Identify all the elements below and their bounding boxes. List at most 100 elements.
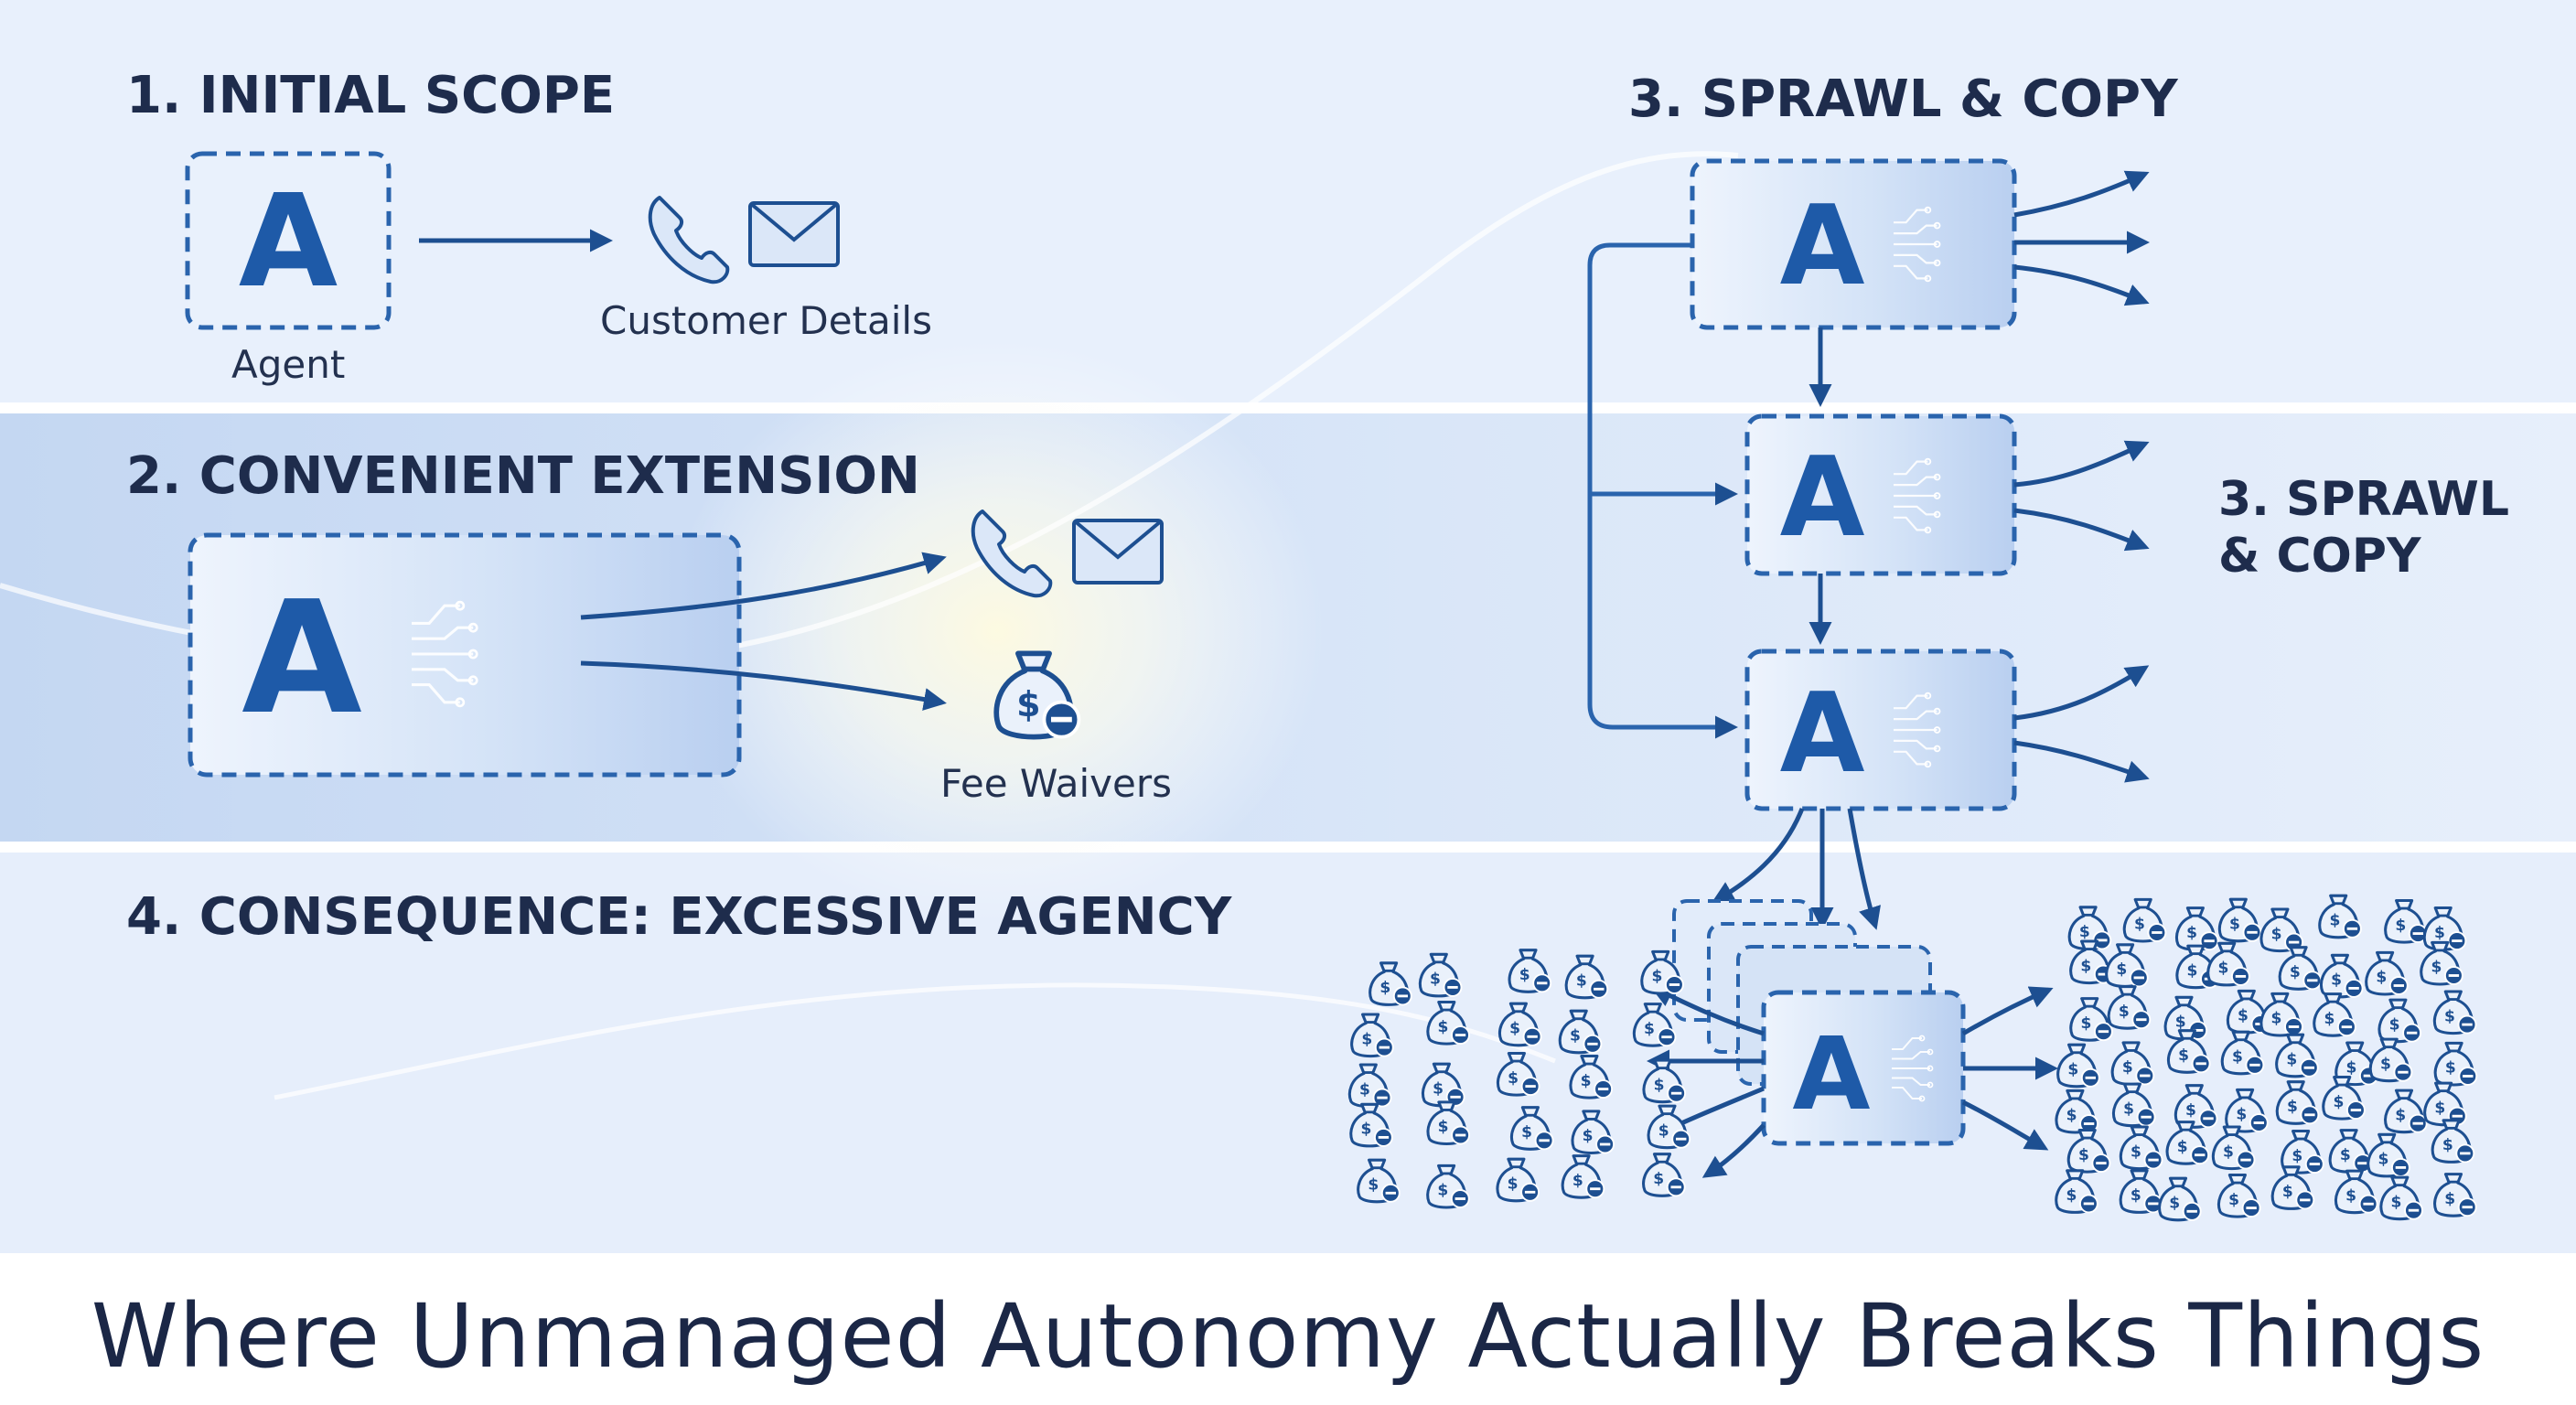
light-glow (668, 338, 1326, 924)
money-bag-icon: $ (2217, 897, 2263, 943)
dollar-sign: $ (2431, 959, 2442, 977)
money-bag-cluster-right: $$$$$$$$$$$$$$$$$$$$$$$$$$$$$$$$$$$$$$$$… (2055, 894, 2478, 1222)
money-bag-icon: $ (1558, 1009, 1603, 1055)
money-bag-icon: $ (1564, 954, 1609, 1000)
money-bag-icon: $ (2365, 950, 2410, 996)
phone-icon (648, 196, 730, 284)
money-bag-icon: $ (1496, 1157, 1540, 1203)
money-bag-icon: $ (2055, 1169, 2099, 1214)
dollar-sign: $ (2345, 1186, 2356, 1205)
fee-waivers-label: Fee Waivers (940, 761, 1172, 806)
dollar-sign: $ (1570, 1027, 1581, 1046)
dollar-sign: $ (1360, 1121, 1371, 1139)
dollar-sign: $ (1521, 1123, 1532, 1142)
dollar-sign: $ (2229, 916, 2240, 934)
page-caption: Where Unmanaged Autonomy Actually Breaks… (91, 1285, 2485, 1388)
money-bag-icon: $ (2275, 1080, 2320, 1125)
dollar-sign: $ (2217, 960, 2228, 978)
money-bag-icon: $ (2056, 1043, 2101, 1089)
money-bag-icon: $ (2174, 1084, 2219, 1129)
dollar-sign: $ (2066, 1107, 2077, 1125)
money-bag-icon: $ (2069, 939, 2114, 985)
dollar-sign: $ (2271, 925, 2282, 943)
money-bag-icon: $ (2220, 1030, 2265, 1076)
money-bag-icon: $ (2433, 1041, 2478, 1087)
money-bag-icon: $ (993, 650, 1081, 740)
arrow-icon (1961, 986, 2054, 1036)
money-bag-icon: $ (1642, 1153, 1687, 1197)
money-bag-icon: $ (1368, 961, 1413, 1006)
money-bag-icon: $ (2211, 1125, 2257, 1171)
money-bag-icon: $ (2377, 998, 2422, 1044)
dollar-sign: $ (2134, 916, 2145, 934)
money-bag-icon: $ (2259, 992, 2304, 1037)
dollar-sign: $ (1644, 1020, 1655, 1038)
dollar-sign: $ (2119, 1003, 2130, 1021)
money-bag-icon: $ (2334, 1169, 2379, 1215)
dollar-sign: $ (2080, 957, 2091, 975)
arrow-icon (580, 660, 947, 711)
dollar-sign: $ (1654, 1076, 1665, 1094)
dollar-sign: $ (2066, 1186, 2077, 1205)
dollar-sign: $ (2287, 1098, 2298, 1116)
dollar-sign: $ (2376, 969, 2387, 987)
dollar-sign: $ (1583, 1127, 1594, 1145)
dollar-sign: $ (1508, 1175, 1519, 1194)
money-bag-icon: $ (2206, 941, 2251, 987)
agent-letter: A (239, 167, 338, 316)
dollar-sign: $ (1359, 1080, 1370, 1099)
money-bag-icon: $ (2174, 906, 2220, 951)
dollar-sign: $ (1433, 1080, 1444, 1099)
arrow-icon (580, 552, 947, 620)
band-initial-scope (0, 0, 2576, 402)
money-bag-icon: $ (2166, 1029, 2212, 1074)
money-bag-icon: $ (2067, 906, 2112, 950)
money-bag-icon: $ (2111, 1082, 2157, 1128)
agent-letter: A (1780, 434, 1865, 562)
dollar-sign: $ (1016, 684, 1040, 724)
dollar-sign: $ (2345, 1058, 2356, 1077)
agent-letter: A (1780, 183, 1865, 310)
money-bag-icon: $ (1561, 1154, 1605, 1199)
dollar-sign: $ (2329, 912, 2340, 930)
money-bag-icon: $ (2259, 907, 2304, 953)
band-divider-1 (0, 402, 2576, 413)
dollar-sign: $ (2290, 963, 2301, 981)
money-bag-icon: $ (2055, 1089, 2099, 1134)
dollar-sign: $ (2067, 1061, 2078, 1079)
dollar-sign: $ (2340, 1146, 2351, 1164)
dollar-sign: $ (1651, 968, 1662, 986)
dollar-sign: $ (2131, 1186, 2141, 1205)
money-bag-icon: $ (1421, 1062, 1466, 1108)
dollar-sign: $ (1361, 1030, 1372, 1048)
money-bag-icon: $ (2384, 898, 2429, 944)
arrow-icon (2013, 508, 2150, 552)
dollar-sign: $ (2079, 923, 2090, 941)
dollar-sign: $ (2282, 1183, 2293, 1201)
section-heading-initial-scope: 1. INITIAL SCOPE (126, 66, 616, 125)
dollar-sign: $ (2434, 924, 2445, 942)
money-bag-icon: $ (2119, 1169, 2163, 1214)
arrow-icon (2013, 440, 2150, 488)
money-bag-icon: $ (2313, 992, 2357, 1037)
caption-area (0, 1253, 2576, 1405)
dollar-sign: $ (1509, 1020, 1520, 1038)
dollar-sign: $ (2122, 1058, 2133, 1077)
dollar-sign: $ (2434, 1099, 2445, 1117)
dollar-sign: $ (2175, 1014, 2186, 1032)
dollar-sign: $ (2223, 1142, 2234, 1161)
arrow-icon (2013, 740, 2150, 783)
dollar-sign: $ (2324, 1010, 2334, 1028)
dollar-sign: $ (1437, 1182, 1448, 1200)
money-bag-icon: $ (1642, 1058, 1687, 1104)
dollar-sign: $ (1508, 1069, 1519, 1088)
dollar-sign: $ (1519, 966, 1530, 984)
envelope-icon (748, 201, 840, 267)
money-bag-icon: $ (1497, 1002, 1543, 1047)
dollar-sign: $ (2444, 1190, 2455, 1208)
dollar-sign: $ (2331, 971, 2342, 990)
arrow-icon (1701, 1123, 1766, 1178)
band-divider-2 (0, 842, 2576, 853)
agent-label: Agent (231, 342, 346, 387)
money-bag-icon: $ (2420, 940, 2464, 986)
